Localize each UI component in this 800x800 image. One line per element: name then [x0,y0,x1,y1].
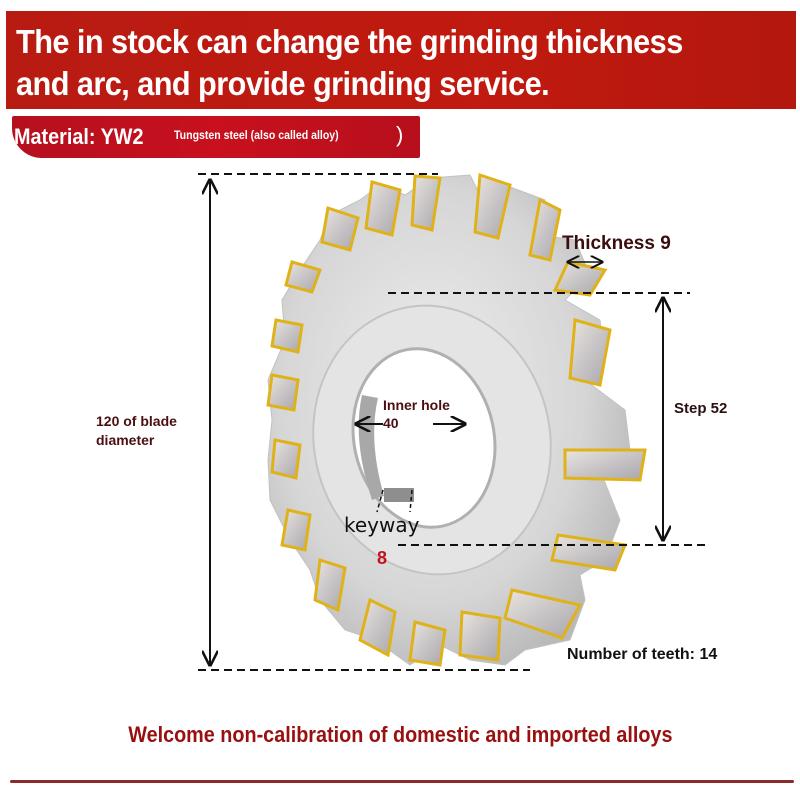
blade-diameter-line-2: diameter [96,432,155,448]
inner-hole-line-2: 40 [383,415,399,431]
footer-slogan: Welcome non-calibration of domestic and … [0,722,800,748]
keyway-label: keyway [344,513,420,537]
header-line-2: and arc, and provide grinding service. [16,65,550,102]
teeth-count-label: Number of teeth: 14 [567,646,718,663]
footer-slogan-text: Welcome non-calibration of domestic and … [127,722,673,747]
thickness-label: Thickness 9 [562,233,671,254]
header-banner: The in stock can change the grinding thi… [6,11,796,109]
footer-divider [10,780,794,783]
material-paren: ) [396,122,404,147]
blade-body [267,174,631,666]
keyway-marks [376,489,413,513]
keyway-value: 8 [377,548,388,568]
step-label: Step 52 [674,400,728,417]
dimension-lines [198,173,705,671]
header-line-1: The in stock can change the grinding thi… [16,23,683,60]
material-description: Tungsten steel (also called alloy) [174,128,339,142]
blade-diameter-line-1: 120 of blade [96,413,177,429]
material-label: Material: YW2 [14,124,144,149]
inner-hole-line-1: Inner hole [383,397,450,413]
blade-diameter-label: 120 of blade diameter [96,412,177,450]
inner-hole-label: Inner hole 40 [383,396,450,432]
material-banner: Material: YW2 Tungsten steel (also calle… [12,116,420,158]
carbide-tips [266,172,647,667]
